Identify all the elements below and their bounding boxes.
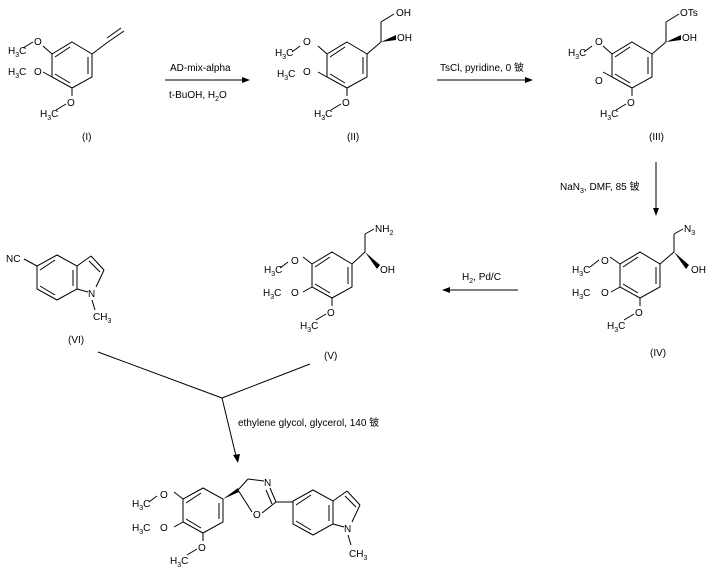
compound-I: O H3C O H3C O H3C (I) [8,27,125,143]
methyl-label: H3C [275,48,293,61]
methyl-label: H3C [277,69,295,82]
methoxy-oxygen: O [601,288,609,299]
methoxy-oxygen: O [67,98,75,109]
methyl-label: H3C [132,499,150,512]
hydroxyl: OH [397,33,412,44]
product-aryl-ring [182,487,224,534]
methyl-label: H3C [600,109,618,122]
product-indole-benzene [292,489,334,536]
methyl-label: H3C [314,109,332,122]
arrowhead [653,208,659,216]
final-product: O H3C O H3C O H3C N O N CH3 [132,478,367,569]
compound-label-I: (I) [82,132,91,143]
hydroxyl: OH [691,265,706,276]
compound-II-ring [326,41,368,89]
methyl-label: H3C [8,67,26,80]
methyl-label: H3C [263,288,281,301]
methoxy-oxygen: O [635,308,643,319]
amine-group: NH2 [375,224,393,237]
oxazoline-oxygen: O [253,510,261,521]
methyl-label: CH3 [349,549,367,562]
methoxy-oxygen: O [160,490,168,501]
methyl-label: H3C [568,48,586,61]
methyl-label: H3C [300,321,318,334]
azide-group: N3 [684,224,695,237]
indole-nitrogen: N [344,524,351,535]
step5-conditions: ethylene glycol, glycerol, 140 铍 [238,417,379,429]
methyl-label: H3C [8,46,26,59]
compound-label-V: (V) [324,351,337,362]
methoxy-oxygen: O [601,256,609,267]
methoxy-oxygen: O [291,256,299,267]
methyl-label: H3C [607,321,625,334]
convergent-line-right [221,363,311,399]
methyl-label: H3C [40,109,58,122]
indole-nitrogen: N [88,289,95,300]
compound-label-II: (II) [347,132,359,143]
compound-label-VI: (VI) [68,335,84,346]
methoxy-oxygen: O [595,37,603,48]
methoxy-oxygen: O [595,76,603,87]
hydroxyl: OH [380,265,395,276]
methoxy-oxygen: O [34,37,42,48]
nitrile-group: NC [6,254,20,265]
compound-III: OTs OH O H3C O O H3C (III) [568,8,698,143]
methoxy-oxygen: O [303,67,311,78]
methoxy-oxygen: O [34,67,42,78]
methoxy-oxygen: O [303,37,311,48]
convergent-line-left [97,351,223,399]
step1-solvent: t-BuOH, H2O [169,90,227,103]
step1-reagent: AD-mix-alpha [170,63,231,74]
methoxy-oxygen: O [198,543,206,554]
arrowhead [442,287,450,293]
compound-VI: N CH3 NC (VI) [6,254,111,346]
step3-conditions: NaN3, DMF, 85 铍 [560,181,640,195]
compound-IV-ring [619,251,661,299]
hydroxyl: OH [682,33,697,44]
step2-conditions: TsCl, pyridine, 0 铍 [440,62,524,74]
compound-I-ring [51,41,93,89]
step4-conditions: H2, Pd/C [462,272,501,285]
methyl-label: H3C [132,523,150,536]
compound-IV: N3 OH O H3C O H3C O H3C (IV) [572,224,706,359]
methoxy-oxygen: O [160,523,168,534]
compound-VI-benzene [36,254,78,301]
compound-V-ring [311,251,353,299]
compound-III-ring [611,41,653,89]
methoxy-oxygen: O [342,98,350,109]
methyl-label: H3C [264,265,282,278]
hydroxyl: OH [396,8,411,19]
methyl-label: H3C [572,265,590,278]
compound-label-III: (III) [649,132,664,143]
methoxy-oxygen: O [327,308,335,319]
arrowhead [233,454,240,463]
methyl-label: H3C [572,288,590,301]
methyl-label: H3C [170,556,188,569]
methoxy-oxygen: O [291,288,299,299]
arrowhead [242,77,250,83]
methyl-label: CH3 [93,312,111,325]
compound-II: OH OH O H3C O H3C O H3C (II) [275,8,412,143]
methoxy-oxygen: O [627,98,635,109]
tosylate-group: OTs [680,8,698,19]
oxazoline-nitrogen: N [264,478,271,489]
compound-V: NH2 OH O H3C O H3C O H3C (V) [263,224,395,362]
compound-label-IV: (IV) [650,348,666,359]
arrowhead [525,77,533,83]
reaction-arrow-5 [221,397,237,457]
